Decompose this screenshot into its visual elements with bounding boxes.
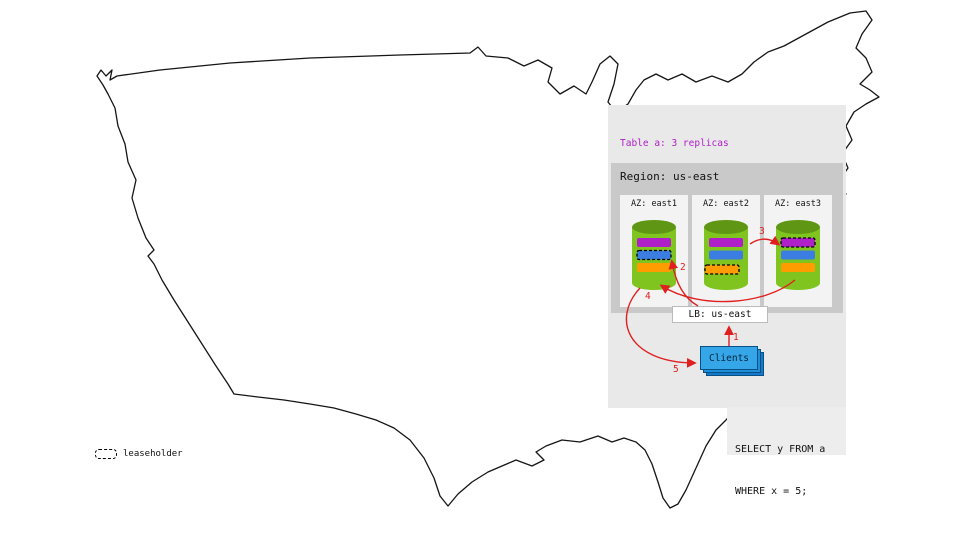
az-box-east3: AZ: east3 <box>764 195 832 307</box>
arrow-step-1: 1 <box>733 332 739 343</box>
lb-label: LB: us-east <box>688 309 752 320</box>
arrow-step-5: 5 <box>673 364 679 375</box>
replica-index-a-leaseholder <box>636 249 672 261</box>
replica-table-a-leaseholder <box>780 237 816 248</box>
clients-label: Clients <box>708 352 750 364</box>
replica-table-b <box>781 263 815 272</box>
leaseholder-swatch-icon <box>95 449 117 459</box>
arrow-step-2: 2 <box>680 262 686 273</box>
sql-query-box: SELECT y FROM a WHERE x = 5; <box>727 407 846 497</box>
replica-table-a <box>637 238 671 247</box>
az-box-east1: AZ: east1 <box>620 195 688 307</box>
clients-box: Clients <box>700 346 758 370</box>
legend-table-a: Table a: 3 replicas <box>620 138 729 149</box>
arrow-step-3: 3 <box>759 226 765 237</box>
region-label: Region: us-east <box>620 170 720 183</box>
leaseholder-legend: leaseholder <box>95 449 183 459</box>
leaseholder-label: leaseholder <box>123 449 183 459</box>
replica-index-a <box>781 250 815 260</box>
az-east3-label: AZ: east3 <box>774 199 822 209</box>
az-box-east2: AZ: east2 <box>692 195 760 307</box>
replica-index-a <box>709 250 743 260</box>
replica-table-b <box>637 263 671 272</box>
replica-table-a <box>709 238 743 247</box>
db-cylinder-east3 <box>776 220 820 290</box>
az-east2-label: AZ: east2 <box>702 199 750 209</box>
sql-line-1: SELECT y FROM a <box>735 444 826 455</box>
replica-table-b-leaseholder <box>704 264 740 275</box>
arrow-step-4: 4 <box>645 291 651 302</box>
db-cylinder-east2 <box>704 220 748 290</box>
load-balancer: LB: us-east <box>672 306 768 323</box>
az-east1-label: AZ: east1 <box>630 199 678 209</box>
db-cylinder-east1 <box>632 220 676 290</box>
clients-stack: Clients <box>700 346 764 376</box>
sql-line-2: WHERE x = 5; <box>735 486 808 497</box>
